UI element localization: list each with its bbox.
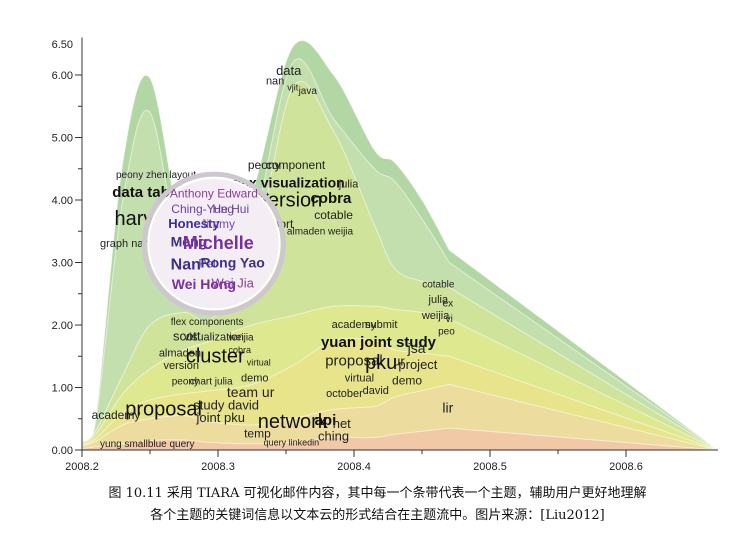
keyword-label: java (298, 86, 318, 97)
keyword-label: julia (338, 179, 359, 191)
keyword-label: almaden (159, 347, 201, 359)
keyword-label: nan (266, 75, 284, 87)
keyword-label: pku (365, 352, 397, 374)
keyword-label: cobra (310, 190, 352, 207)
lens-rim (141, 171, 287, 316)
keyword-label: submit (365, 319, 397, 331)
keyword-label: temp (244, 427, 271, 441)
keyword-label: layout (169, 170, 196, 181)
keyword-label: academy (92, 408, 141, 422)
keyword-label: visualization (184, 332, 244, 344)
keyword-label: cotable (314, 208, 353, 222)
keyword-label: data (276, 63, 302, 78)
lens-person-name: He Hui (212, 202, 249, 216)
keyword-label: ex (443, 298, 454, 309)
lens-person-name: Honesty (168, 216, 220, 231)
caption-line-1: 图 10.11 采用 TIARA 可视化邮件内容，其中每一个条带代表一个主题，辅… (108, 486, 647, 501)
keyword-label: peony (248, 158, 281, 172)
keyword-label: demo (241, 372, 269, 384)
keyword-label: team ur (227, 384, 275, 400)
keyword-label: net (333, 416, 351, 431)
keyword-label: component (266, 158, 326, 172)
lens-person-name: Michelle (183, 233, 254, 253)
lens-person-name: Anthony Edward (170, 187, 258, 201)
theme-band (81, 383, 719, 451)
lens-person-name: Wei Jia (211, 276, 254, 291)
keyword-label: yuan joint study (321, 334, 437, 351)
themeriver-chart: 0.00 1.00 2.00 3.00 4.00 5.00 6.00 6.50 2008.2 20… (52, 37, 720, 473)
keyword-label: scott (173, 329, 201, 344)
keyword-label: study david (193, 397, 259, 412)
keyword-label: query linkedin (264, 438, 320, 448)
x-tick-label: 2008.4 (337, 461, 371, 473)
lens-person-name: Meng (171, 233, 208, 249)
lens-person-name: Ching-Yung (171, 202, 234, 216)
y-tick-label: 4.00 (52, 195, 73, 207)
keyword-label: flex visualization (233, 175, 345, 191)
keyword-label: proposal (325, 353, 383, 370)
y-tick-label: 1.00 (52, 383, 73, 395)
keyword-label: october (326, 388, 363, 400)
x-tick-label: 2008.6 (609, 461, 643, 473)
x-tick-label: 2008.2 (65, 461, 99, 473)
lens-person-name: Wei Hong (172, 276, 236, 292)
themeriver-figure: 0.00 1.00 2.00 3.00 4.00 5.00 6.00 6.50 2008.2 20… (52, 37, 720, 473)
keyword-label: cobra (229, 345, 252, 355)
lens-face (147, 177, 281, 311)
y-tick-label: 6.50 (52, 39, 73, 51)
keyword-label: ur (393, 354, 405, 369)
keyword-label: cluster (186, 346, 245, 368)
lens-person-name: Pei (198, 257, 215, 271)
keyword-label: weijia (228, 333, 254, 344)
keyword-label: version (164, 360, 199, 372)
keyword-label: network (258, 411, 329, 433)
keyword-label: virtual (247, 358, 271, 368)
keyword-label: chart julia (190, 376, 233, 387)
keyword-label: peony (116, 170, 143, 181)
lens-person-name: Nan (171, 256, 201, 273)
keyword-label: project (398, 357, 437, 372)
keyword-label: david (363, 385, 389, 397)
keyword-label: cotable (422, 280, 455, 291)
keyword-label: peony (172, 376, 199, 387)
keyword-label: jsa (407, 340, 426, 356)
y-tick-label: 2.00 (52, 320, 73, 332)
lens-person-name: Rong Yao (201, 255, 265, 271)
theme-band (81, 427, 719, 451)
keyword-label: virtual (345, 372, 374, 384)
keyword-label: academy (332, 319, 377, 331)
keyword-label: yung smallblue query (100, 439, 195, 450)
keyword-label: demo (392, 373, 422, 387)
x-tick-label: 2008.5 (473, 461, 507, 473)
y-tick-label: 0.00 (52, 445, 73, 457)
y-tick-label: 6.00 (52, 70, 73, 82)
keyword-label: peo (438, 326, 455, 337)
keyword-label: almaden weijia (287, 226, 354, 237)
caption-line-2: 各个主题的关键词信息以文本云的形式结合在主题流中。图片来源：[Liu2012] (150, 508, 605, 523)
keyword-label: joint pku (196, 410, 245, 425)
keyword-label: weijia (421, 310, 450, 322)
lens-person-name: Jimmy (200, 217, 235, 231)
keyword-label: zhen (146, 170, 168, 181)
x-tick-label: 2008.3 (201, 461, 235, 473)
keyword-label: vi (446, 314, 453, 325)
keyword-label: flex components (171, 317, 244, 328)
keyword-label: ching (318, 429, 349, 444)
keyword-label: api (315, 412, 337, 429)
y-tick-label: 3.00 (52, 258, 73, 270)
figure-caption: 图 10.11 采用 TIARA 可视化邮件内容，其中每一个条带代表一个主题，辅… (0, 483, 755, 533)
keyword-label: lir (442, 400, 453, 416)
keyword-label: vjit (287, 83, 298, 93)
theme-bands (81, 39, 720, 451)
keyword-label: proposal (125, 399, 202, 421)
y-tick-label: 5.00 (52, 133, 73, 145)
keyword-label: julia (428, 294, 449, 306)
